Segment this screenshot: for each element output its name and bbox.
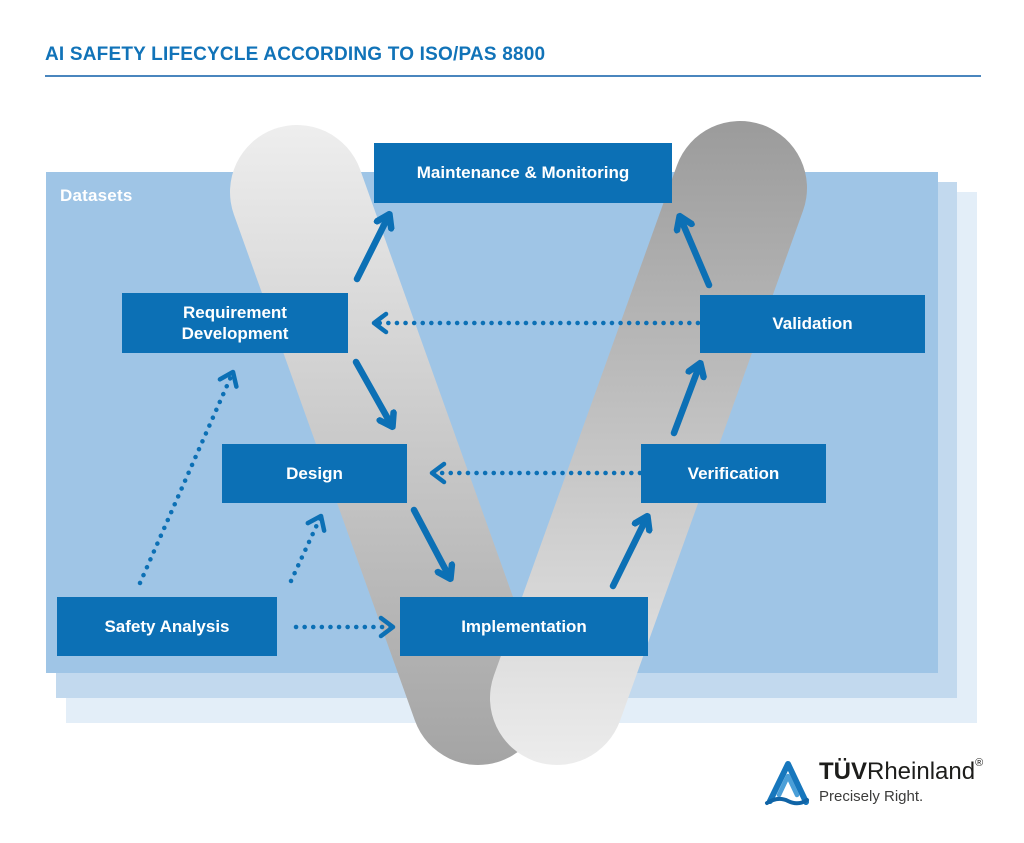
- dotted-arrow-safety-to-requirement: [137, 369, 239, 586]
- box-validation: Validation: [700, 295, 925, 353]
- arrow-verification-to-validation: [670, 364, 700, 437]
- box-verification-label: Verification: [687, 463, 780, 483]
- arrow-validation-to-maintenance: [680, 217, 713, 289]
- arrow-design-to-implementation: [410, 506, 450, 578]
- tuv-rheinland-logo: TÜVRheinland® Precisely Right.: [763, 755, 983, 809]
- page-title: AI SAFETY LIFECYCLE ACCORDING TO ISO/PAS…: [45, 44, 546, 65]
- arrow-implementation-to-verification: [609, 517, 647, 590]
- box-implementation-label: Implementation: [461, 616, 587, 636]
- brand-name: TÜVRheinland®: [819, 757, 984, 785]
- box-requirement-development-label: Requirement Development: [181, 302, 289, 343]
- box-safety-analysis-label: Safety Analysis: [104, 616, 230, 636]
- box-requirement-development: Requirement Development: [122, 293, 348, 353]
- box-design-label: Design: [286, 463, 343, 483]
- brand-tagline: Precisely Right.: [819, 788, 924, 806]
- registered-trademark-symbol: ®: [975, 757, 984, 769]
- dotted-arrow-safety-to-design: [288, 513, 327, 584]
- arrow-requirement-to-maintenance: [353, 215, 389, 283]
- box-implementation: Implementation: [400, 597, 648, 656]
- arrow-requirement-to-design: [352, 358, 392, 426]
- box-safety-analysis: Safety Analysis: [57, 597, 277, 656]
- brand-tuv: TÜV: [819, 758, 867, 785]
- box-maintenance-monitoring: Maintenance & Monitoring: [374, 143, 672, 203]
- title-divider: [45, 75, 981, 77]
- box-verification: Verification: [641, 444, 826, 503]
- brand-text-block: TÜVRheinland® Precisely Right.: [819, 755, 983, 805]
- brand-rheinland: Rheinland: [867, 758, 976, 785]
- datasets-label: Datasets: [60, 186, 133, 205]
- box-validation-label: Validation: [772, 314, 853, 334]
- tuv-triangle-icon: [765, 761, 809, 806]
- box-design: Design: [222, 444, 407, 503]
- box-maintenance-monitoring-label: Maintenance & Monitoring: [416, 163, 630, 183]
